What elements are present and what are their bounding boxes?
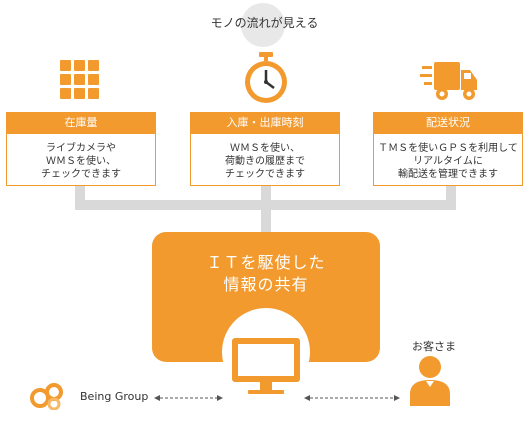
center-line: ＩＴを駆使した bbox=[206, 253, 326, 272]
card-header: 入庫・出庫時刻 bbox=[190, 112, 340, 134]
being-group-logo-icon bbox=[30, 383, 63, 410]
grid-icon bbox=[60, 60, 99, 99]
card-body: ライブカメラや ＷＭＳを使い、 チェックできます bbox=[6, 134, 156, 186]
card-line: ＷＭＳを使い、 bbox=[230, 143, 300, 154]
card-line: ＷＭＳを使い、 bbox=[46, 156, 116, 167]
card-inout-time: 入庫・出庫時刻 ＷＭＳを使い、 荷動きの履歴まで チェックできます bbox=[190, 112, 340, 186]
card-line: 荷動きの履歴まで bbox=[225, 156, 305, 167]
card-line: リアルタイムに bbox=[413, 156, 483, 167]
diagram-title: モノの流れが見える bbox=[210, 16, 319, 30]
truck-icon bbox=[420, 62, 477, 100]
card-line: ライブカメラや bbox=[46, 143, 116, 154]
card-line: チェックできます bbox=[225, 169, 305, 180]
monitor-icon bbox=[232, 338, 300, 394]
center-line: 情報の共有 bbox=[223, 275, 309, 294]
card-header: 在庫量 bbox=[6, 112, 156, 134]
card-line: チェックできます bbox=[41, 169, 121, 180]
card-line: 輸配送を管理できます bbox=[398, 169, 498, 180]
brand-name: Being Group bbox=[80, 390, 149, 403]
card-header: 配送状況 bbox=[373, 112, 523, 134]
customer-person-icon bbox=[410, 356, 450, 406]
card-line: ＴＭＳを使いＧＰＳを利用して bbox=[378, 143, 518, 154]
card-body: ＷＭＳを使い、 荷動きの履歴まで チェックできます bbox=[190, 134, 340, 186]
card-body: ＴＭＳを使いＧＰＳを利用して リアルタイムに 輸配送を管理できます bbox=[373, 134, 523, 186]
it-sharing-text: ＩＴを駆使した 情報の共有 bbox=[152, 252, 380, 296]
customer-label: お客さま bbox=[412, 340, 456, 353]
card-stock: 在庫量 ライブカメラや ＷＭＳを使い、 チェックできます bbox=[6, 112, 156, 186]
clock-icon bbox=[245, 52, 287, 103]
card-delivery-status: 配送状況 ＴＭＳを使いＧＰＳを利用して リアルタイムに 輸配送を管理できます bbox=[373, 112, 523, 186]
title-circle bbox=[241, 3, 285, 47]
